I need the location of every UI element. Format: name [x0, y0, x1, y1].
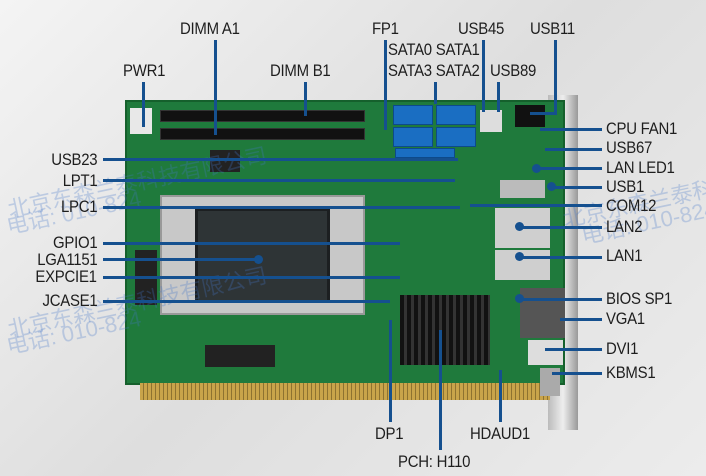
- callout-dot: [515, 294, 524, 303]
- label-bios-sp1: BIOS SP1: [606, 289, 673, 308]
- callout-line: [103, 258, 258, 261]
- callout-line: [103, 158, 458, 161]
- callout-line: [103, 276, 400, 279]
- callout-line: [552, 186, 602, 189]
- callout-line: [499, 370, 502, 422]
- label-dimm-a1: DIMM A1: [180, 19, 240, 38]
- pch-heatsink: [400, 295, 490, 365]
- label-lan-led1: LAN LED1: [606, 158, 675, 177]
- usb11-connector: [515, 105, 545, 127]
- callout-line: [482, 40, 485, 112]
- callout-line: [439, 330, 442, 450]
- label-usb11: USB11: [530, 19, 575, 38]
- dimm-b1-slot: [160, 128, 365, 140]
- callout-line: [520, 256, 602, 259]
- label-sata-top: SATA0 SATA1: [388, 40, 480, 59]
- label-lga1151: LGA1151: [36, 250, 98, 269]
- sata3-connector: [393, 127, 433, 147]
- callout-line: [214, 40, 217, 135]
- callout-line: [560, 318, 602, 321]
- callout-line: [103, 206, 460, 209]
- label-jcase1: JCASE1: [42, 291, 97, 310]
- label-lan2: LAN2: [606, 217, 643, 236]
- callout-line: [545, 148, 602, 151]
- callout-line: [520, 226, 602, 229]
- callout-line: [545, 348, 602, 351]
- label-lan1: LAN1: [606, 246, 643, 265]
- label-expcie1: EXPCIE1: [35, 267, 98, 286]
- dimm-a1-slot: [160, 110, 365, 122]
- sata1-connector: [436, 105, 476, 125]
- label-lpt1: LPT1: [62, 171, 97, 190]
- callout-line: [497, 82, 500, 112]
- kbms1-port: [540, 368, 560, 396]
- label-cpu-fan1: CPU FAN1: [606, 119, 678, 138]
- callout-line: [554, 40, 557, 114]
- label-dimm-b1: DIMM B1: [270, 61, 331, 80]
- label-usb23: USB23: [50, 150, 97, 169]
- label-usb1: USB1: [606, 177, 645, 196]
- callout-line: [304, 82, 307, 116]
- callout-dot: [515, 252, 524, 261]
- callout-line: [540, 128, 602, 131]
- label-pch: PCH: H110: [398, 452, 471, 471]
- callout-line: [103, 179, 455, 182]
- gold-edge-connector: [140, 383, 550, 400]
- chip: [210, 150, 240, 172]
- callout-line: [520, 298, 602, 301]
- label-hdaud1: HDAUD1: [470, 424, 530, 443]
- callout-dot: [254, 255, 263, 264]
- label-fp1: FP1: [372, 19, 399, 38]
- chip: [205, 345, 275, 367]
- cpu-socket-core: [195, 208, 330, 303]
- label-gpio1: GPIO1: [52, 233, 98, 252]
- label-com12: COM12: [606, 196, 657, 215]
- label-vga1: VGA1: [606, 309, 645, 328]
- callout-line: [470, 204, 602, 207]
- label-pwr1: PWR1: [123, 61, 166, 80]
- dvi1-port: [528, 340, 563, 365]
- callout-line: [434, 82, 437, 104]
- label-usb89: USB89: [490, 61, 537, 80]
- callout-dot: [515, 222, 524, 231]
- label-dvi1: DVI1: [606, 339, 639, 358]
- sata2-connector: [436, 127, 476, 147]
- label-sata-bottom: SATA3 SATA2: [388, 61, 480, 80]
- label-dp1: DP1: [375, 424, 404, 443]
- label-usb67: USB67: [606, 138, 653, 157]
- callout-dot: [547, 182, 556, 191]
- callout-line: [530, 112, 557, 115]
- sata0-connector: [393, 105, 433, 125]
- pwr1-connector: [130, 108, 152, 134]
- usb23-header: [395, 148, 455, 158]
- callout-line: [142, 82, 145, 127]
- callout-line: [384, 40, 387, 130]
- callout-line: [537, 167, 602, 170]
- callout-line: [103, 300, 390, 303]
- label-kbms1: KBMS1: [606, 363, 656, 382]
- callout-line: [103, 242, 400, 245]
- usb45-connector: [480, 110, 502, 132]
- label-usb45: USB45: [458, 19, 505, 38]
- callout-line: [552, 372, 602, 375]
- label-lpc1: LPC1: [60, 197, 98, 216]
- callout-line: [389, 320, 392, 422]
- usb1-port: [500, 180, 545, 198]
- callout-dot: [532, 164, 541, 173]
- vga1-port: [520, 288, 565, 338]
